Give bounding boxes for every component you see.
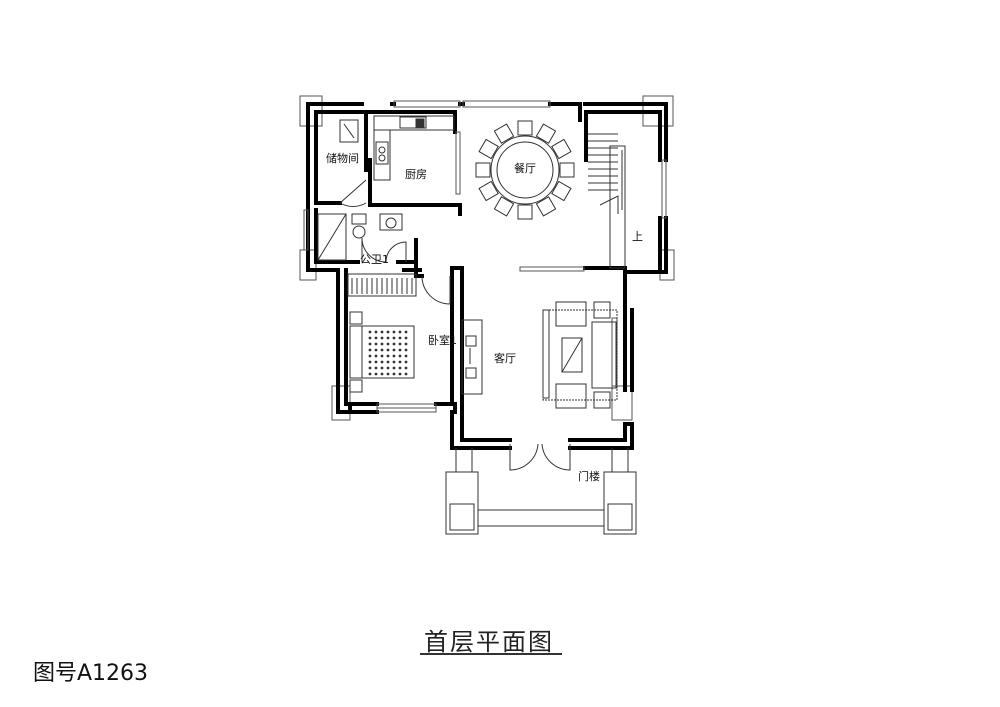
bed-dot [392, 342, 396, 346]
staircase [588, 133, 626, 269]
room-label-storage: 储物间 [326, 151, 359, 165]
bedroom-furniture [347, 273, 417, 393]
bed-dot [368, 348, 372, 352]
dining-chair [478, 180, 499, 202]
porch [445, 448, 637, 535]
bed-dot [386, 348, 390, 352]
dining-chair [517, 120, 533, 136]
bathroom-fixtures [317, 213, 403, 261]
dining-chair [478, 138, 499, 160]
bed-dot [374, 360, 378, 364]
bed-dot [380, 342, 384, 346]
bed-dot [398, 360, 402, 364]
bed-dot [404, 372, 408, 376]
bed-dot [374, 354, 378, 358]
room-label-kitchen: 厨房 [405, 168, 427, 181]
bed-dot [380, 372, 384, 376]
room-label-porch: 门楼 [578, 469, 600, 483]
bed-dot [392, 330, 396, 334]
bed-dot [398, 348, 402, 352]
bed-dot [398, 330, 402, 334]
bed-dot [368, 330, 372, 334]
room-label-bedroom: 卧室1 [428, 333, 457, 347]
dining-chair [535, 196, 557, 217]
title-underline [420, 653, 562, 655]
bed-dot [392, 348, 396, 352]
bed-dot [386, 342, 390, 346]
bed-dot [404, 342, 408, 346]
bed-dot [392, 360, 396, 364]
storage-fixture [339, 119, 359, 143]
bed-dot [398, 336, 402, 340]
bed-dot [368, 372, 372, 376]
bed-dot [386, 330, 390, 334]
bed-dot [404, 348, 408, 352]
bed-dot [404, 336, 408, 340]
bed-dot [392, 366, 396, 370]
bed-dot [380, 348, 384, 352]
dining-chair [559, 162, 575, 178]
dining-chair [475, 162, 491, 178]
bed-dot [368, 336, 372, 340]
bed-dot [380, 354, 384, 358]
bed-dot [404, 366, 408, 370]
drawing-code: 图号A1263 [33, 661, 149, 686]
corner-columns [299, 95, 675, 421]
dining-chairs [475, 120, 575, 220]
bed-dot [398, 366, 402, 370]
bed-dot [380, 360, 384, 364]
bed-dot [392, 372, 396, 376]
bed-dot [404, 330, 408, 334]
room-label-bathroom: 公卫1 [360, 253, 389, 266]
bed-dot [374, 348, 378, 352]
bed-dot [374, 366, 378, 370]
room-label-living: 客厅 [494, 351, 516, 365]
bed-dot [380, 330, 384, 334]
bed-dot [386, 354, 390, 358]
bed-dot [404, 354, 408, 358]
bed-dot [368, 342, 372, 346]
bed-dot [374, 372, 378, 376]
bed-dot [404, 360, 408, 364]
dining-chair [517, 204, 533, 220]
bed-dot [380, 366, 384, 370]
bed-dot [392, 354, 396, 358]
dining-chair [551, 180, 572, 202]
tv-cabinet [461, 319, 483, 395]
bed-dot [368, 360, 372, 364]
bed-dot [386, 336, 390, 340]
room-label-dining: 餐厅 [514, 161, 536, 175]
bed-dot [368, 366, 372, 370]
kitchen-fixtures [373, 115, 455, 181]
bed-dot [386, 360, 390, 364]
bed-dot [398, 372, 402, 376]
counter-divider [519, 266, 585, 272]
plan-title: 首层平面图 [424, 628, 554, 656]
dining-chair [551, 138, 572, 160]
sofa-set [542, 301, 618, 409]
bed-dot [368, 354, 372, 358]
dining-chair [493, 196, 515, 217]
bed-dot [380, 336, 384, 340]
bed-dot [386, 372, 390, 376]
stair-up-label: 上 [632, 230, 643, 243]
bed-dot [398, 354, 402, 358]
bed-pattern [368, 330, 408, 376]
bed-dot [386, 366, 390, 370]
bed-dot [374, 342, 378, 346]
bed-dot [392, 336, 396, 340]
dining-chair [535, 123, 557, 144]
dining-table [475, 120, 575, 220]
bed-dot [374, 336, 378, 340]
doors [339, 179, 571, 471]
bed-dot [398, 342, 402, 346]
dining-chair [493, 123, 515, 144]
bed-dot [374, 330, 378, 334]
